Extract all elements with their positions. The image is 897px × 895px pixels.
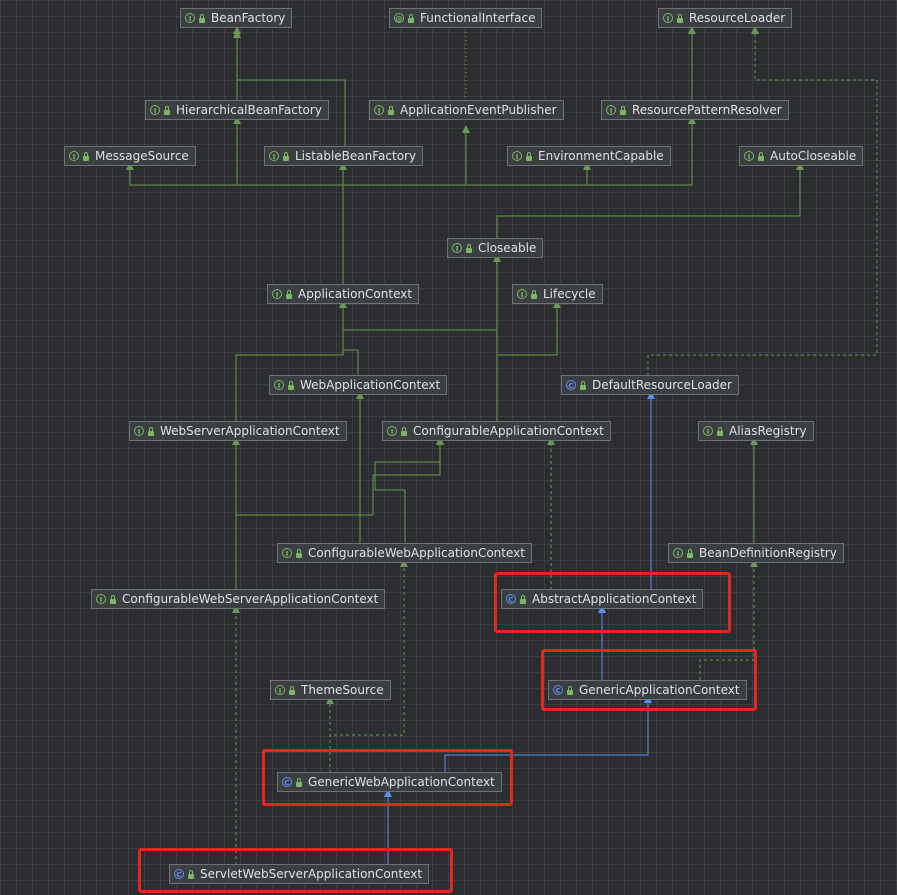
highlight-box-generic-web-application-context	[262, 749, 513, 806]
highlight-box-servlet-web-server-application-context	[138, 848, 453, 893]
edge-appctx-to-messagesource	[126, 162, 343, 186]
lock-icon	[580, 380, 586, 390]
lock-icon	[620, 105, 626, 115]
abstract-class-icon: C	[506, 594, 516, 604]
lock-icon	[388, 105, 394, 115]
annotation-icon: @	[394, 13, 404, 23]
lock-icon	[296, 548, 302, 558]
edge-genericweb-to-genericctx	[444, 695, 652, 773]
lock-icon	[164, 105, 170, 115]
interface-icon: I	[606, 105, 616, 115]
edge-webappctx-to-appctx	[339, 300, 359, 376]
class-icon: C	[553, 685, 563, 695]
edge-appctx-to-resourcepattern	[343, 116, 696, 186]
interface-icon: I	[703, 426, 713, 436]
interface-icon: I	[275, 685, 285, 695]
interface-icon: I	[185, 13, 195, 23]
lock-icon	[288, 380, 294, 390]
interface-icon: I	[274, 380, 284, 390]
edge-webserverctx-to-appctx	[235, 300, 347, 422]
lock-icon	[758, 151, 764, 161]
interface-icon: I	[517, 289, 527, 299]
edge-defaultresourceloader-to-resourceloader	[647, 26, 878, 376]
interface-icon: I	[96, 594, 106, 604]
lock-icon	[289, 685, 295, 695]
edge-configappctx-to-appctx	[339, 300, 498, 422]
lock-icon	[401, 426, 407, 436]
edge-closeable-to-autocloseable	[496, 162, 804, 239]
edge-configwebserver-to-configappctx	[235, 437, 444, 590]
edge-configappctx-to-lifecycle	[497, 300, 561, 356]
interface-icon: I	[374, 105, 384, 115]
interface-icon: I	[69, 151, 79, 161]
edge-listable-to-beanfactory	[233, 30, 346, 147]
edge-appctx-to-environment	[343, 162, 591, 186]
edge-appctx-to-hierarchical	[233, 116, 344, 285]
interface-icon: I	[387, 426, 397, 436]
class-icon: C	[174, 869, 184, 879]
lock-icon	[520, 594, 526, 604]
interface-icon: I	[512, 151, 522, 161]
lock-icon	[531, 289, 537, 299]
interface-icon: I	[269, 151, 279, 161]
lock-icon	[283, 151, 289, 161]
lock-icon	[148, 426, 154, 436]
highlight-box-abstract-application-context	[494, 572, 731, 633]
lock-icon	[677, 13, 683, 23]
lock-icon	[188, 869, 194, 879]
interface-icon: I	[673, 548, 683, 558]
lock-icon	[408, 13, 414, 23]
interface-icon: I	[663, 13, 673, 23]
highlight-box-generic-application-context	[541, 649, 757, 711]
edge-genericctx-to-beandefreg	[699, 559, 758, 680]
interface-icon: I	[272, 289, 282, 299]
lock-icon	[466, 243, 472, 253]
lock-icon	[717, 426, 723, 436]
lock-icon	[199, 13, 205, 23]
interface-icon: I	[744, 151, 754, 161]
interface-icon: I	[134, 426, 144, 436]
lock-icon	[110, 594, 116, 604]
lock-icon	[526, 151, 532, 161]
lock-icon	[83, 151, 89, 161]
interface-icon: I	[282, 548, 292, 558]
lock-icon	[687, 548, 693, 558]
interface-icon: I	[150, 105, 160, 115]
node-functional-interface[interactable]: @FunctionalInterface	[389, 8, 543, 28]
lock-icon	[286, 289, 292, 299]
lock-icon	[567, 685, 573, 695]
lock-icon	[296, 777, 302, 787]
class-icon: C	[282, 777, 292, 787]
class-icon: C	[566, 380, 576, 390]
edge-configwebctx-to-configappctx	[374, 437, 444, 544]
interface-icon: I	[452, 243, 462, 253]
